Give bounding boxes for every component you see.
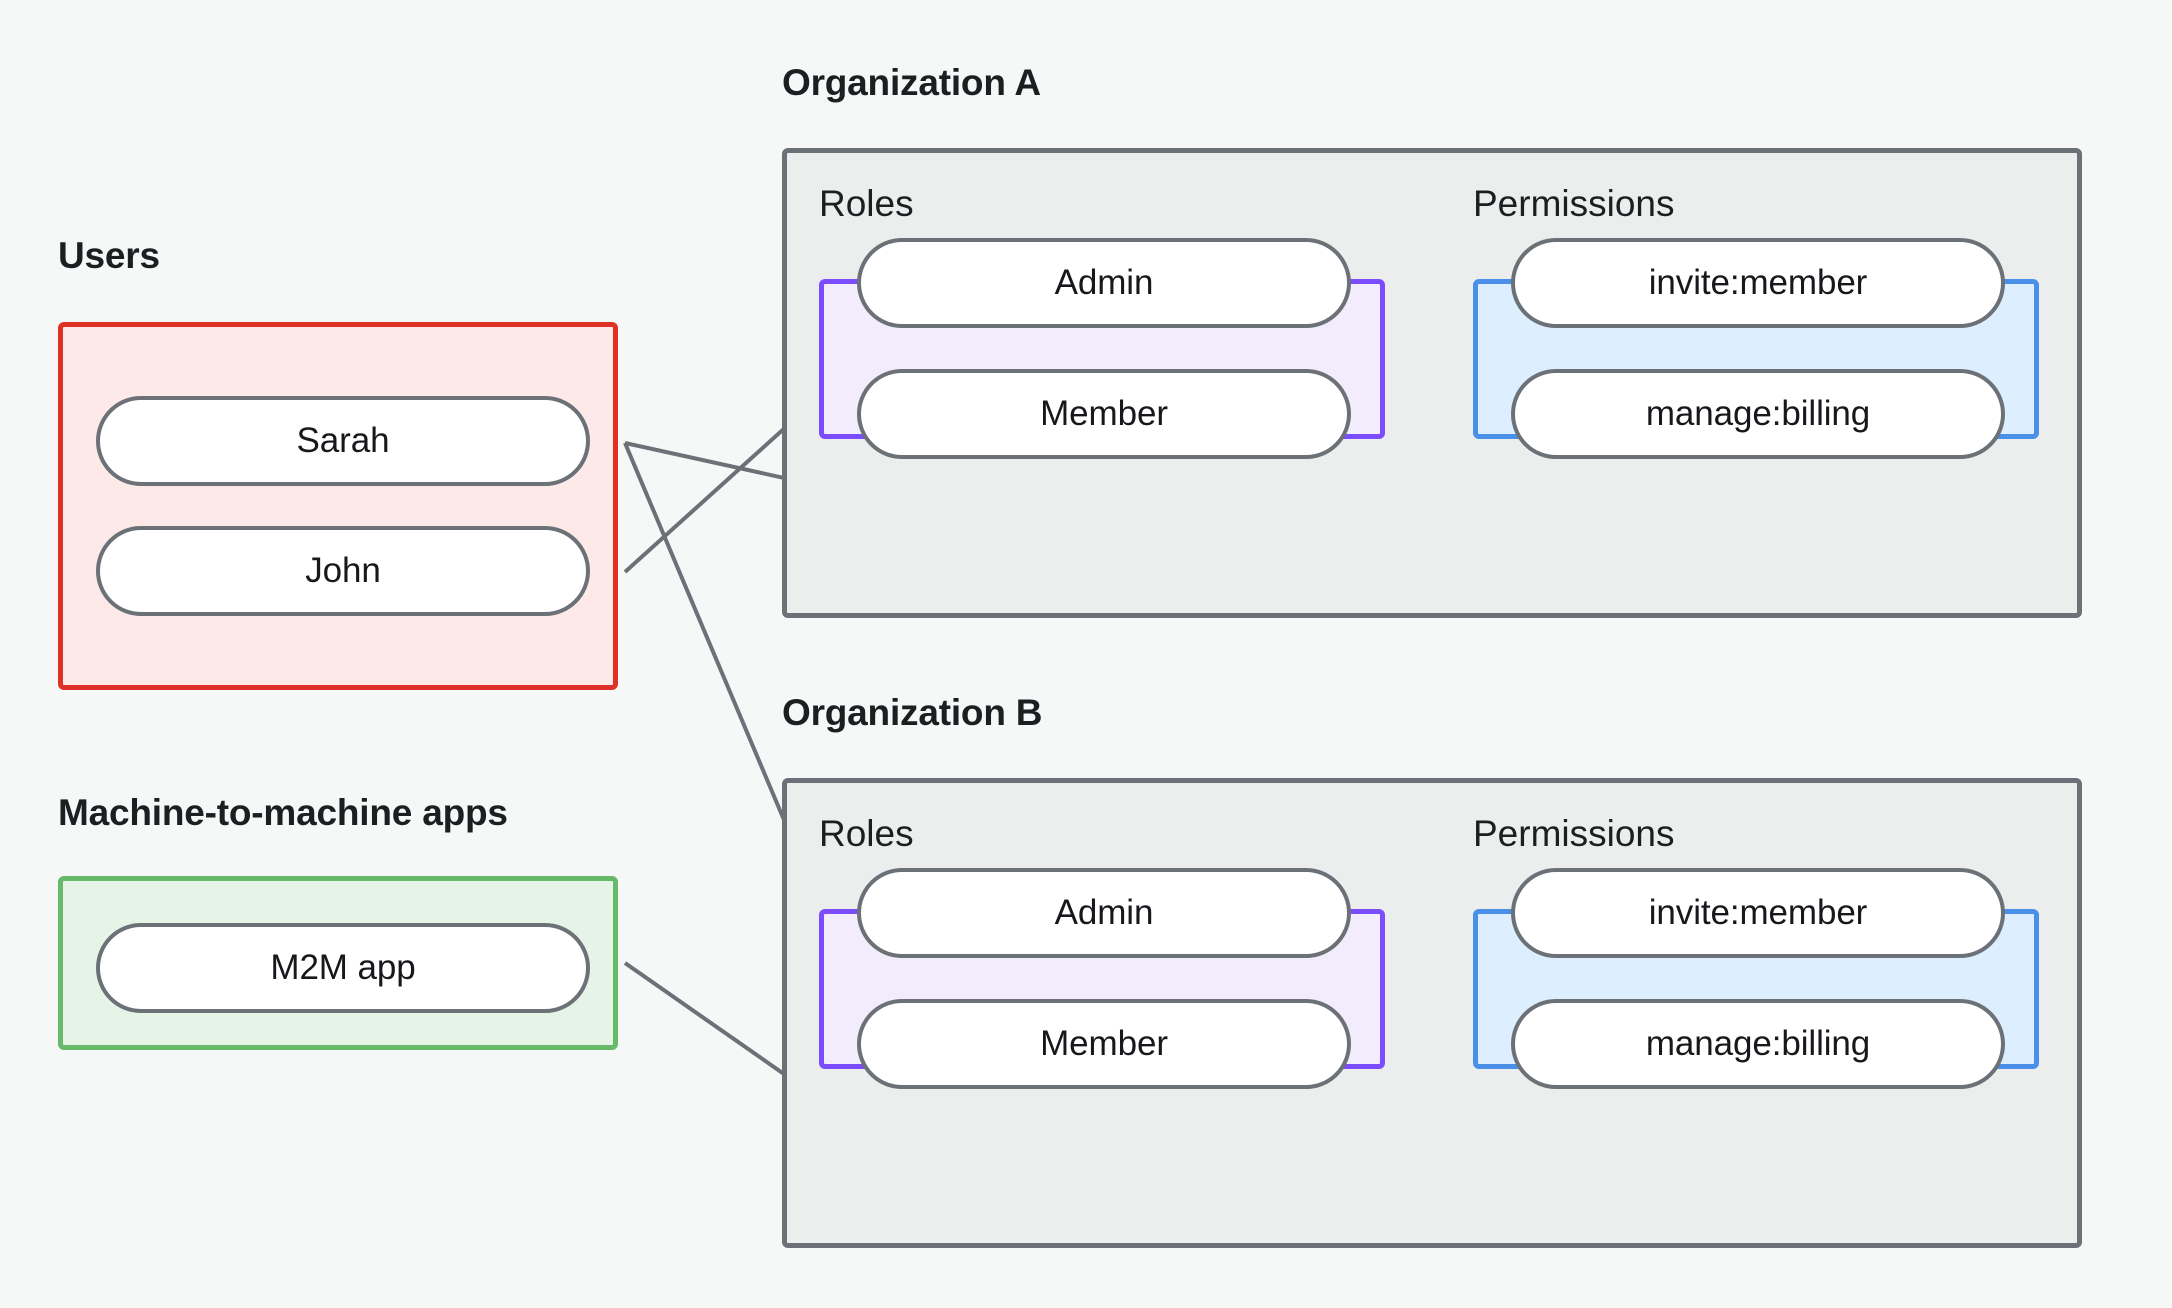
org-b-group: Roles Permissions Admin Member invite:me… bbox=[782, 778, 2082, 1248]
node-sarah[interactable]: Sarah bbox=[96, 396, 590, 486]
org-b-permissions-label: Permissions bbox=[1473, 813, 1675, 854]
m2m-group: M2M app bbox=[58, 876, 618, 1050]
node-org-a-manage-billing[interactable]: manage:billing bbox=[1511, 369, 2005, 459]
m2m-caption: Machine-to-machine apps bbox=[58, 792, 508, 833]
users-caption: Users bbox=[58, 235, 160, 276]
node-org-b-member[interactable]: Member bbox=[857, 999, 1351, 1089]
node-john[interactable]: John bbox=[96, 526, 590, 616]
org-a-roles-group: Admin Member bbox=[819, 238, 1385, 459]
node-org-b-manage-billing[interactable]: manage:billing bbox=[1511, 999, 2005, 1089]
node-org-a-invite-member[interactable]: invite:member bbox=[1511, 238, 2005, 328]
node-org-a-admin[interactable]: Admin bbox=[857, 238, 1351, 328]
node-m2m-app[interactable]: M2M app bbox=[96, 923, 590, 1013]
org-b-roles-group: Admin Member bbox=[819, 868, 1385, 1089]
users-group: Sarah John bbox=[58, 322, 618, 690]
org-b-roles-label: Roles bbox=[819, 813, 914, 854]
node-org-b-invite-member[interactable]: invite:member bbox=[1511, 868, 2005, 958]
node-org-a-member[interactable]: Member bbox=[857, 369, 1351, 459]
org-a-permissions-label: Permissions bbox=[1473, 183, 1675, 224]
node-org-b-admin[interactable]: Admin bbox=[857, 868, 1351, 958]
org-a-caption: Organization A bbox=[782, 62, 1041, 103]
org-a-roles-label: Roles bbox=[819, 183, 914, 224]
org-b-permissions-group: invite:member manage:billing bbox=[1473, 868, 2039, 1089]
org-b-caption: Organization B bbox=[782, 692, 1043, 733]
org-a-permissions-group: invite:member manage:billing bbox=[1473, 238, 2039, 459]
org-a-group: Roles Permissions Admin Member invite:me… bbox=[782, 148, 2082, 618]
